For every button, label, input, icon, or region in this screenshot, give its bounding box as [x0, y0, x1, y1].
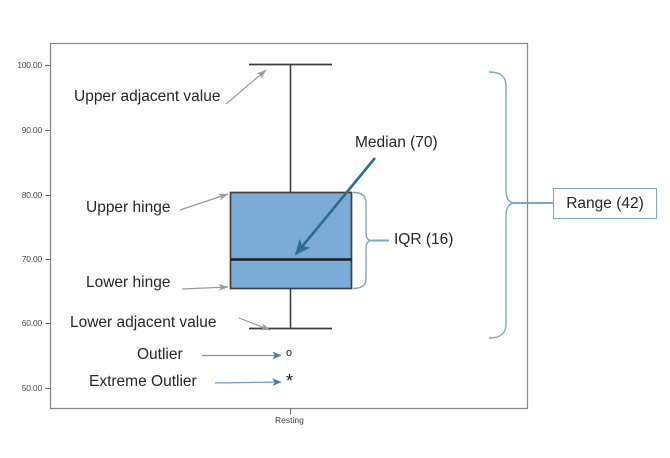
y-axis-ticks: [45, 65, 51, 389]
label-upper-adjacent-value: Upper adjacent value: [74, 88, 221, 105]
lower-hinge-arrow: [181, 283, 229, 291]
upper-adjacent-arrow: [225, 69, 267, 105]
label-lower-hinge: Lower hinge: [86, 274, 171, 291]
leader-arrows-gray: [179, 69, 271, 331]
plot-frame: [49, 42, 529, 410]
range-callout-box: Range (42): [553, 188, 657, 219]
box-body: [229, 191, 353, 290]
label-extreme-outlier: Extreme Outlier: [89, 373, 197, 390]
label-upper-hinge: Upper hinge: [86, 199, 171, 216]
range-brace: [488, 71, 555, 339]
label-iqr: IQR (16): [394, 231, 454, 248]
upper-hinge-arrow: [179, 193, 229, 211]
lower-adjacent-arrow: [238, 317, 271, 331]
y-tick-label-80: 80.00: [21, 190, 42, 200]
y-tick-label-60: 60.00: [21, 318, 42, 328]
y-tick-label-90: 90.00: [21, 125, 42, 135]
x-axis-label-resting: Resting: [275, 415, 304, 425]
label-median: Median (70): [355, 134, 438, 151]
extreme-outlier-arrow: [214, 378, 282, 387]
extreme-outlier-marker: *: [286, 371, 294, 391]
iqr-brace: [352, 191, 389, 290]
y-tick-label-70: 70.00: [21, 254, 42, 264]
label-outlier: Outlier: [137, 346, 183, 363]
median-pointer-arrow: [294, 157, 377, 256]
y-tick-label-100: 100.00: [17, 60, 42, 70]
label-lower-adjacent-value: Lower adjacent value: [70, 314, 217, 331]
outlier-marker: o: [286, 347, 293, 359]
leader-arrows-blue: [202, 351, 282, 387]
y-tick-label-50: 50.00: [21, 383, 42, 393]
label-range: Range (42): [566, 194, 644, 212]
